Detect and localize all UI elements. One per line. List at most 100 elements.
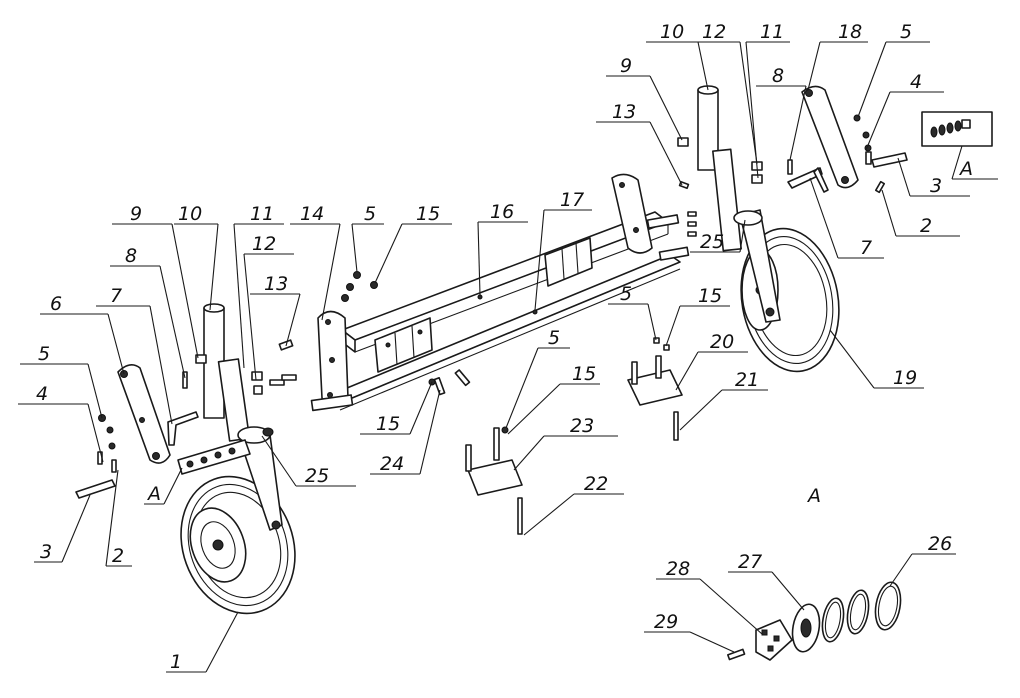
callout-number: 27 <box>738 551 762 573</box>
callout-number: 6 <box>50 293 62 315</box>
callout-c28: 28 <box>656 558 763 635</box>
callout-leader <box>523 493 575 536</box>
left-disc <box>117 364 171 464</box>
callout-c24: 24 <box>370 389 441 475</box>
callout-c12l: 12 <box>243 233 294 381</box>
callout-leader <box>739 41 758 165</box>
callout-leader <box>649 75 683 141</box>
callout-number: 3 <box>930 175 942 197</box>
callout-number: 14 <box>300 203 324 225</box>
callout-leader <box>159 265 186 379</box>
right-wheel-assembly <box>677 85 993 373</box>
callout-c2r: 2 <box>881 189 960 237</box>
callout-leader <box>505 347 539 429</box>
callout-c15a: 15 <box>374 203 452 284</box>
callout-c19: 19 <box>829 329 924 389</box>
callout-leader <box>243 253 257 381</box>
callout-number: 13 <box>264 273 288 295</box>
callout-c15b: 15 <box>360 381 433 435</box>
callout-number: 10 <box>660 21 684 43</box>
callout-c16: 16 <box>477 201 528 296</box>
callout-leader <box>233 223 245 369</box>
callout-leader <box>513 435 545 471</box>
callout-c13l: 13 <box>250 273 301 347</box>
callout-leader <box>285 293 301 347</box>
callout-c11l: 11 <box>233 203 284 369</box>
callout-c13r: 13 <box>596 101 683 186</box>
callout-leader <box>697 41 709 91</box>
callout-leader <box>889 553 913 587</box>
callout-number: A <box>958 158 973 180</box>
callout-number: 8 <box>125 245 137 267</box>
callout-leader <box>699 578 763 635</box>
callout-leader <box>665 305 681 347</box>
callout-leader <box>87 363 103 419</box>
callout-leader <box>107 313 125 375</box>
callout-c1: 1 <box>166 611 239 673</box>
detail-view-a <box>726 581 902 661</box>
left-detail-plate <box>177 439 251 475</box>
callout-c5r: 5 <box>857 21 930 118</box>
callout-number: 29 <box>654 611 678 633</box>
callout-leader <box>209 223 219 311</box>
callout-c23: 23 <box>513 415 618 471</box>
left-pin <box>167 411 199 446</box>
callout-c3r: 3 <box>897 157 970 197</box>
callout-leader <box>951 145 963 180</box>
callout-leader <box>881 189 897 237</box>
callout-leader <box>789 85 807 161</box>
callout-number: 25 <box>305 465 329 487</box>
callout-c5l: 5 <box>20 343 103 419</box>
callout-number: 10 <box>178 203 202 225</box>
left-pin-3 <box>75 479 116 499</box>
callout-number: 4 <box>910 71 922 93</box>
callout-c25l: 25 <box>261 435 356 487</box>
callout-number: 15 <box>572 363 596 385</box>
callout-c26: 26 <box>889 533 956 587</box>
callout-number: 15 <box>416 203 440 225</box>
right-disc <box>801 85 859 189</box>
callout-number: 1 <box>170 651 182 673</box>
callout-number: 2 <box>112 545 124 567</box>
callout-leader <box>897 157 911 197</box>
callout-leader <box>679 389 723 431</box>
callout-number: 13 <box>612 101 636 123</box>
callout-leader <box>689 631 735 653</box>
callout-c4r: 4 <box>865 71 944 151</box>
callout-leader <box>675 351 699 391</box>
callout-number: 15 <box>698 285 722 307</box>
callout-number: 2 <box>920 215 932 237</box>
callout-leader <box>409 381 433 435</box>
callout-leader <box>321 223 341 321</box>
callout-number: 15 <box>376 413 400 435</box>
callout-c15c: 15 <box>507 363 600 435</box>
callout-number: 8 <box>772 65 784 87</box>
callout-c22: 22 <box>523 473 624 536</box>
callout-number: 17 <box>560 189 584 211</box>
callout-c5a: 5 <box>351 203 384 273</box>
callout-number: 9 <box>620 55 632 77</box>
callout-cAl: A <box>144 467 183 505</box>
callout-number: 22 <box>584 473 608 495</box>
callout-c3l: 3 <box>34 494 91 563</box>
bracket-plates <box>465 337 683 535</box>
callout-leader <box>771 571 805 611</box>
callout-c25r: 25 <box>690 219 746 253</box>
main-frame <box>310 173 690 412</box>
callout-number: 5 <box>364 203 376 225</box>
callout-c11r: 11 <box>745 21 790 179</box>
detail-view-title: A <box>806 485 821 507</box>
callout-c18: 18 <box>807 21 868 91</box>
callout-number: 20 <box>710 331 734 353</box>
callout-number: 24 <box>380 453 404 475</box>
callout-number: 5 <box>38 343 50 365</box>
callout-leader <box>105 469 119 567</box>
callout-c20: 20 <box>675 331 748 391</box>
center-bracket-right <box>544 237 593 287</box>
callout-leader <box>807 41 821 91</box>
callout-number: 7 <box>110 285 122 307</box>
callout-cAr: A <box>951 145 998 180</box>
callout-number: 28 <box>666 558 690 580</box>
callout-c9r: 9 <box>606 55 683 141</box>
